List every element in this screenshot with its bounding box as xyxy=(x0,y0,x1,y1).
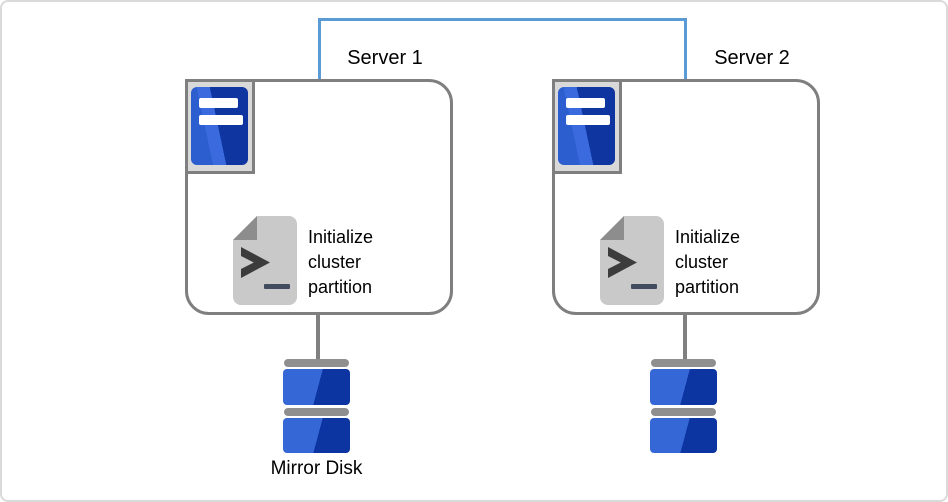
disk-platter xyxy=(650,369,717,405)
server-tower-icon xyxy=(558,87,615,165)
server-2-icon-panel xyxy=(552,79,622,174)
server-slot-icon xyxy=(566,115,610,125)
server-1-label: Server 1 xyxy=(347,47,423,69)
task-line: Initialize xyxy=(675,227,741,247)
prompt-underscore-icon xyxy=(631,284,657,289)
disk-connector-line xyxy=(683,313,687,360)
interconnect-link-line xyxy=(318,18,687,79)
task-line: partition xyxy=(308,277,373,297)
server-slot-icon xyxy=(199,98,238,108)
disk-bar xyxy=(284,359,349,367)
server-2-task-text: Initialize cluster partition xyxy=(675,225,805,300)
task-line: cluster xyxy=(675,252,729,272)
mirror-disk-icon xyxy=(650,359,717,453)
server-tower-icon xyxy=(191,87,248,165)
disk-bar xyxy=(651,408,716,416)
task-line: cluster xyxy=(308,252,362,272)
disk-platter xyxy=(283,369,350,405)
server-2-label: Server 2 xyxy=(714,47,790,69)
shell-script-icon xyxy=(600,216,664,305)
server-slot-icon xyxy=(199,115,243,125)
mirror-disk-icon: Mirror Disk xyxy=(271,359,362,479)
disk-connector-line xyxy=(316,313,320,360)
server-2-group: Server 2 Initialize cluster partition xyxy=(552,2,820,500)
disk-label-empty xyxy=(613,458,754,480)
disk-bar xyxy=(284,408,349,416)
disk-platter xyxy=(650,418,717,453)
task-line: partition xyxy=(675,277,740,297)
server-1-group: Server 1 Initialize cluster partition xyxy=(185,2,453,500)
disk-bar xyxy=(651,359,716,367)
shell-script-icon xyxy=(233,216,297,305)
task-line: Initialize xyxy=(308,227,374,247)
mirror-disk-label: Mirror Disk xyxy=(270,458,363,479)
prompt-underscore-icon xyxy=(264,284,290,289)
server-1-task-text: Initialize cluster partition xyxy=(308,225,438,300)
server-1-icon-panel xyxy=(185,79,255,174)
server-slot-icon xyxy=(566,98,605,108)
disk-platter xyxy=(283,418,350,453)
